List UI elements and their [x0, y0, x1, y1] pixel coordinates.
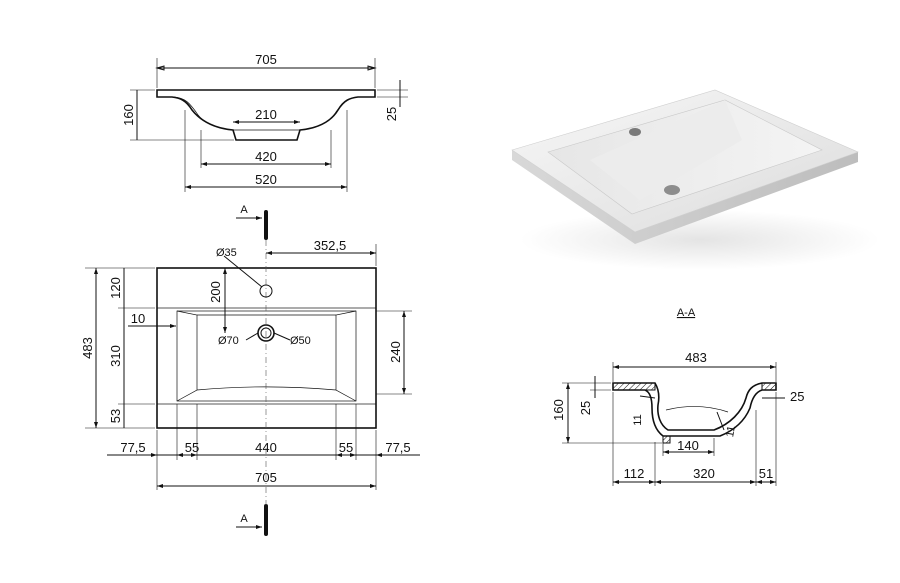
bowl-inner-240: 240 [388, 341, 403, 363]
front-bowl-420: 420 [255, 149, 277, 164]
section-title: A-A [677, 307, 696, 319]
front-width-705: 705 [255, 52, 277, 67]
tap-hole-35: Ø35 [216, 247, 237, 259]
bowl-depth-310: 310 [108, 345, 123, 367]
section-bowl-320: 320 [693, 466, 715, 481]
tap-depth-200: 200 [208, 281, 223, 303]
bowl-flat-440: 440 [255, 440, 277, 455]
section-marker-bottom: A [240, 513, 248, 525]
top-view: A A Ø35 352,5 200 Ø70 Ø5 [80, 204, 420, 536]
front-rim-25: 25 [384, 107, 399, 121]
left-rim-77-5: 77,5 [120, 440, 145, 455]
section-rim-right-25: 25 [790, 389, 804, 404]
side-gap-10: 10 [131, 311, 145, 326]
section-a-a: A-A 483 160 25 25 11 11 [551, 307, 804, 486]
right-rim-77-5: 77,5 [385, 440, 410, 455]
drain-70: Ø70 [218, 335, 239, 347]
section-back-51: 51 [759, 466, 773, 481]
section-height-160: 160 [551, 399, 566, 421]
left-slope-55: 55 [185, 440, 199, 455]
section-wall-11-left: 11 [632, 414, 644, 425]
front-view: 705 160 25 210 420 520 [121, 52, 408, 192]
section-depth-483: 483 [685, 350, 707, 365]
section-front-112: 112 [624, 466, 645, 481]
drain-50: Ø50 [290, 335, 311, 347]
tap-offset-352-5: 352,5 [314, 238, 347, 253]
back-margin-120: 120 [108, 277, 123, 299]
front-margin-53: 53 [108, 409, 123, 423]
front-bottom-210: 210 [255, 107, 277, 122]
section-drain-140: 140 [677, 438, 699, 453]
top-width-705: 705 [255, 470, 277, 485]
front-height-160: 160 [121, 104, 136, 126]
right-slope-55: 55 [339, 440, 353, 455]
section-wall-11-right: 11 [724, 425, 738, 438]
front-inner-520: 520 [255, 172, 277, 187]
sink-render [511, 89, 880, 270]
section-marker-top: A [240, 204, 248, 216]
section-rim-25: 25 [578, 401, 593, 415]
depth-483: 483 [80, 337, 95, 359]
